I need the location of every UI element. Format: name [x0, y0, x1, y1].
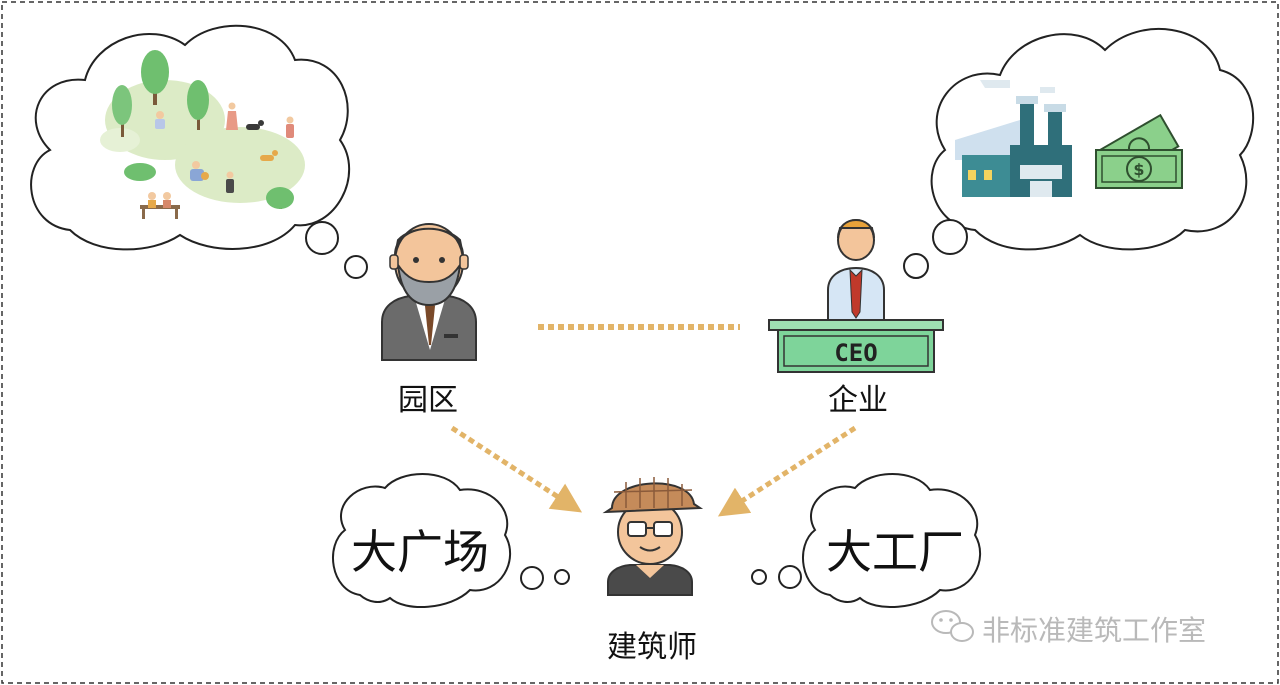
- enterprise-thought-cloud: $: [903, 28, 1255, 279]
- bench-icon: [140, 192, 180, 219]
- thought-bubble-dot: [751, 569, 767, 585]
- factory-icon: [955, 80, 1072, 197]
- thought-bubble-dot: [932, 219, 968, 255]
- tree-icon: [112, 85, 132, 137]
- ceo-avatar: [768, 219, 944, 373]
- thought-bubble-dot: [305, 221, 339, 255]
- thought-bubble-dot: [903, 253, 929, 279]
- tree-icon: [141, 50, 169, 105]
- factory-text: 大工厂: [826, 525, 964, 579]
- plaza-text: 大广场: [351, 525, 489, 579]
- park-scene-illustration: [100, 50, 305, 219]
- park-manager-avatar: [381, 223, 477, 361]
- architect-label: 建筑师: [607, 630, 697, 665]
- factory-thought-cloud: [751, 473, 981, 608]
- arrow-park-to-architect: [450, 425, 583, 513]
- enterprise-label: 企业: [828, 383, 888, 418]
- person-icon: [226, 102, 238, 130]
- desk-sign: CEO: [834, 339, 877, 367]
- bush-icon: [124, 163, 156, 181]
- dog-icon: [260, 150, 278, 161]
- thought-bubble-dot: [554, 569, 570, 585]
- park-thought-cloud: [30, 24, 368, 279]
- architect-avatar: [602, 477, 704, 596]
- person-icon: [190, 161, 209, 181]
- person-icon: [226, 171, 234, 193]
- watermark-text: 非标准建筑工作室: [982, 614, 1206, 647]
- tree-icon: [187, 80, 209, 130]
- glasses-icon: [627, 521, 673, 537]
- thought-bubble-dot: [344, 255, 368, 279]
- svg-text:$: $: [1133, 160, 1144, 179]
- thought-bubble-dot: [778, 565, 802, 589]
- arrow-enterprise-to-architect: [717, 425, 857, 517]
- person-icon: [286, 116, 294, 138]
- plaza-thought-cloud: [332, 473, 570, 608]
- flat-cap-icon: [602, 477, 704, 514]
- money-icon: $: [1095, 113, 1183, 189]
- wechat-icon: [931, 610, 974, 642]
- person-icon: [155, 111, 165, 129]
- park-label: 园区: [398, 383, 458, 418]
- thought-bubble-dot: [520, 566, 544, 590]
- dog-icon: [246, 120, 264, 130]
- tree-icon: [266, 187, 294, 209]
